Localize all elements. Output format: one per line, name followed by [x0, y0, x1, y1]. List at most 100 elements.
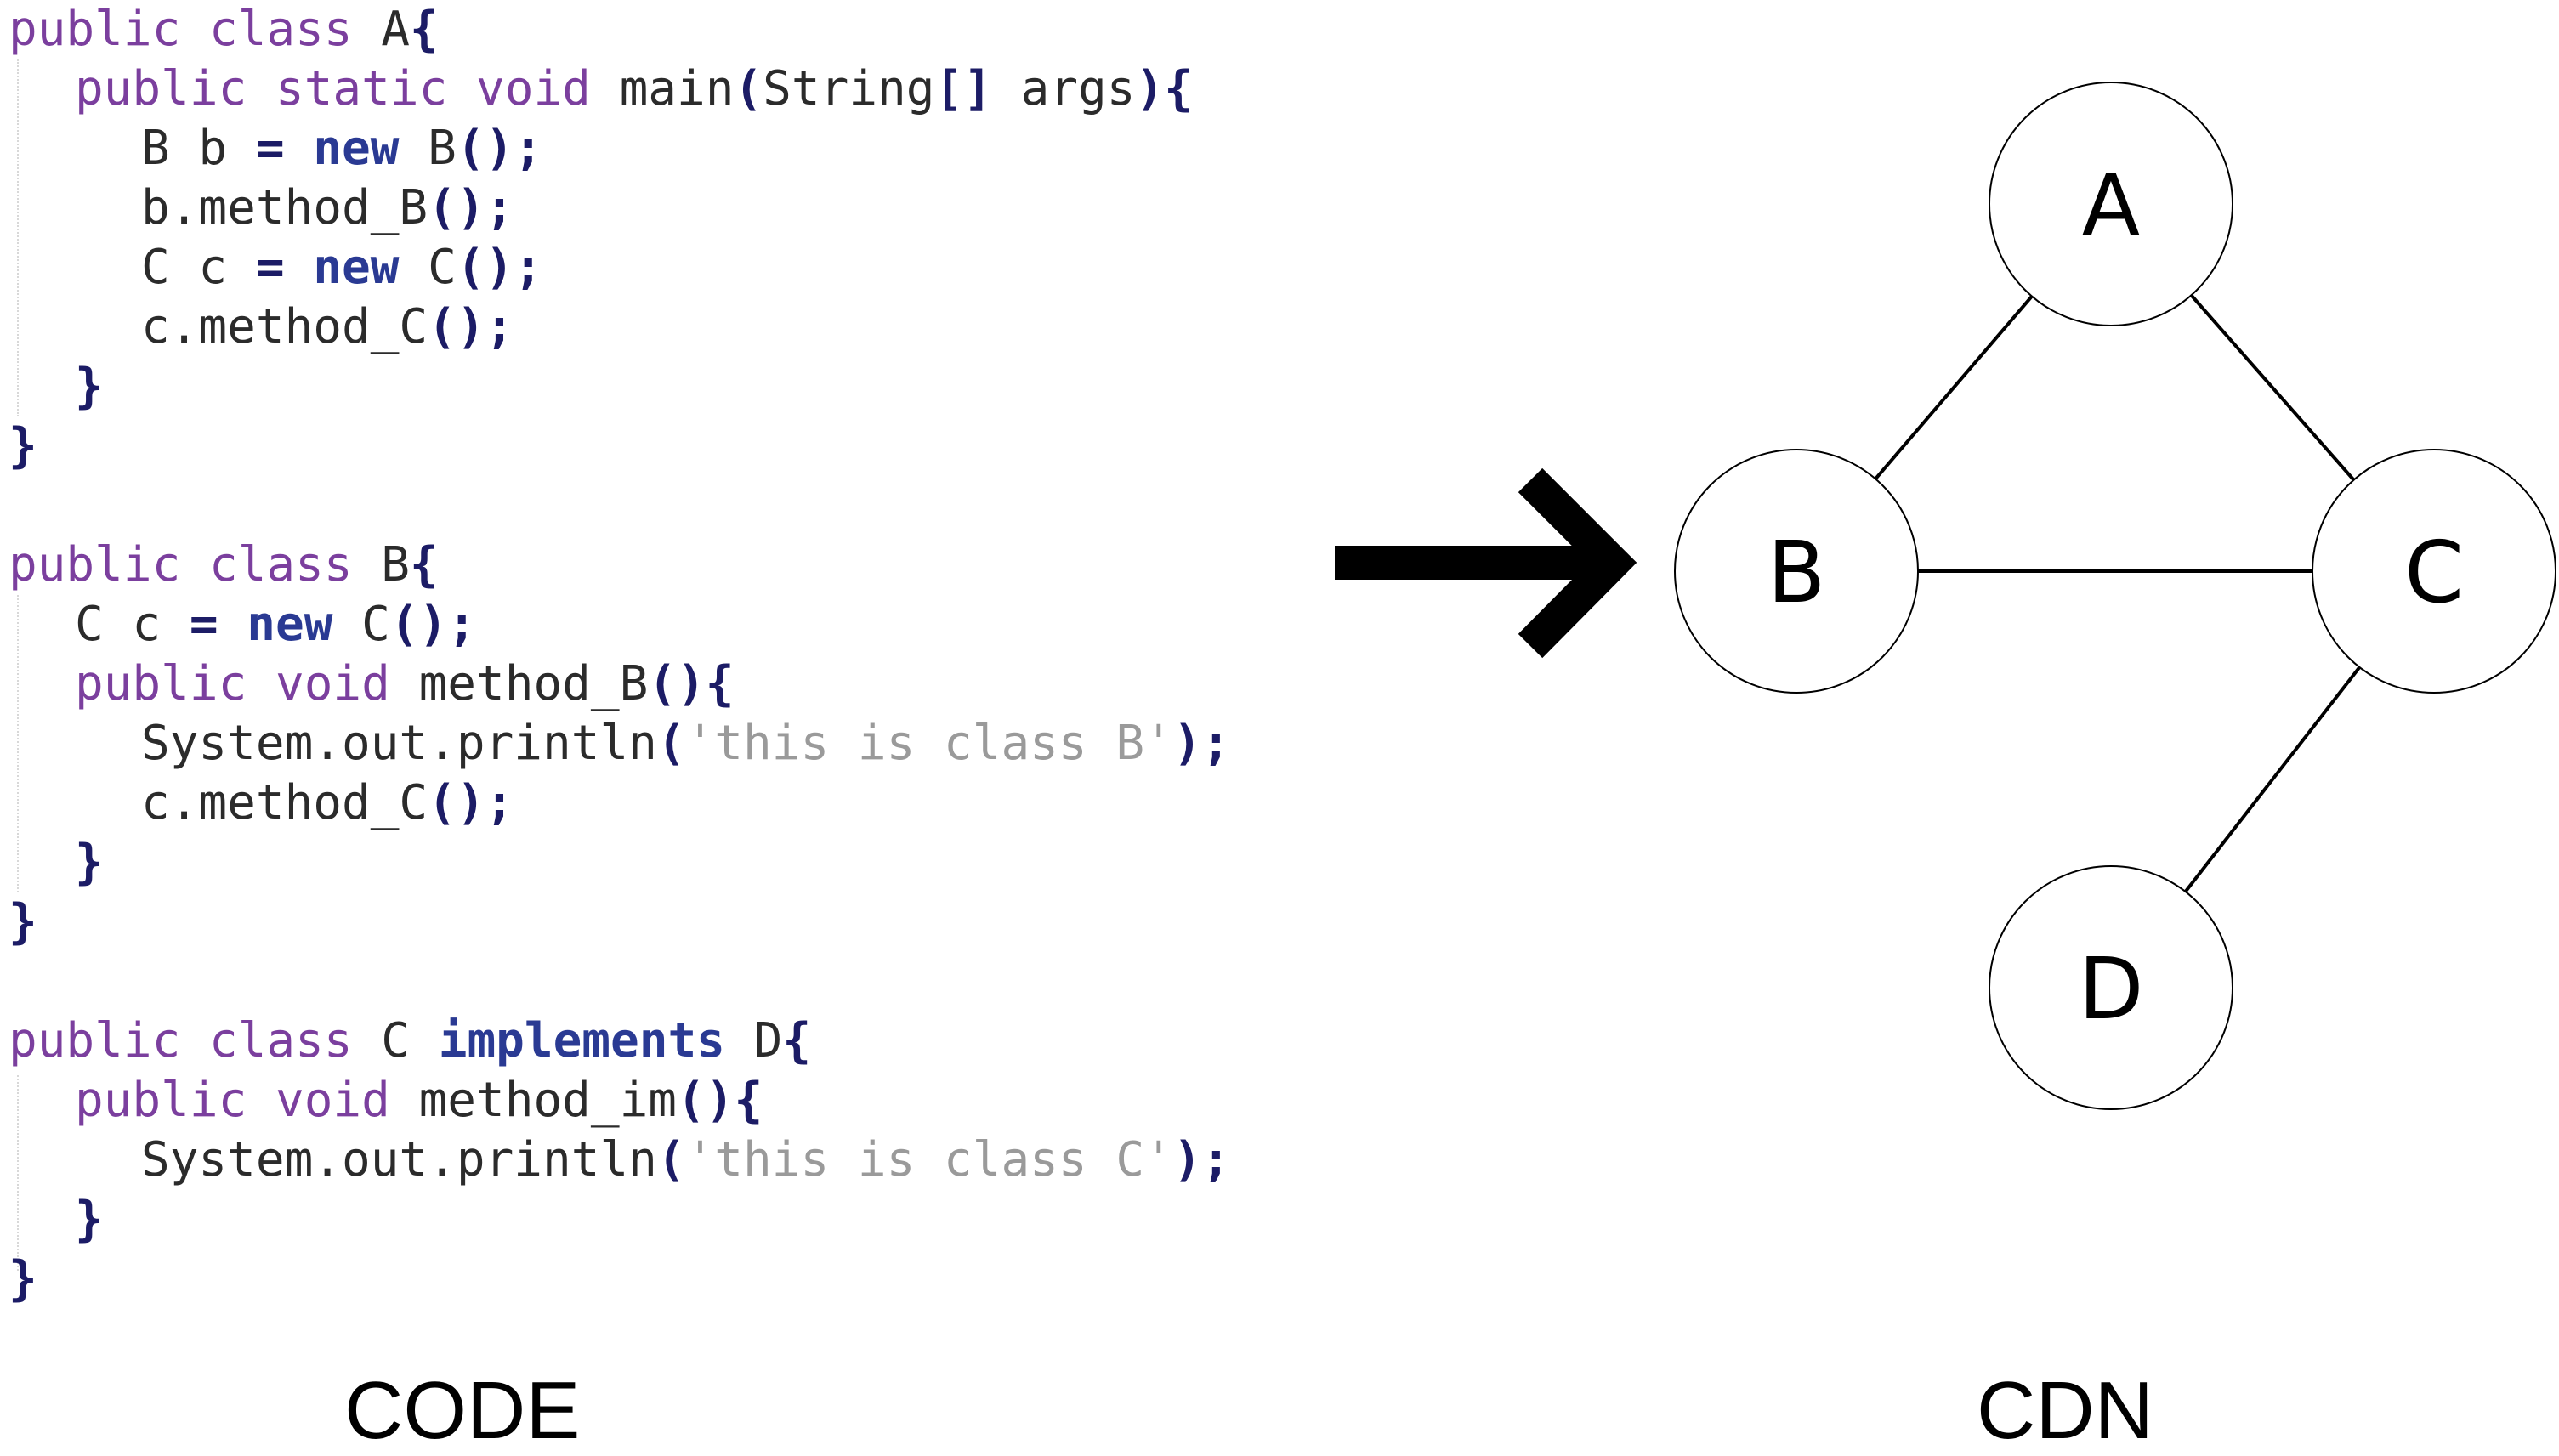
code-token: System.out.println	[141, 1132, 657, 1187]
code-line: c.method_C();	[141, 297, 514, 357]
code-line: }	[9, 416, 37, 476]
code-token: ();	[428, 299, 514, 354]
node-D: D	[1989, 865, 2233, 1110]
code-token: {	[782, 1013, 812, 1068]
code-token: method_B	[418, 656, 649, 711]
node-C: C	[2312, 449, 2556, 694]
graph-nodes: A B C D	[1674, 82, 2556, 1110]
code-token: public static void	[75, 61, 620, 116]
code-token: =	[255, 240, 285, 295]
indent-guide	[17, 59, 19, 416]
code-token: =	[189, 597, 218, 652]
code-token: public void	[75, 656, 419, 711]
code-token: );	[1172, 716, 1231, 771]
code-token: main	[619, 61, 735, 116]
code-token: {	[410, 2, 439, 57]
code-token: String	[763, 61, 935, 116]
code-token: method_im	[418, 1073, 678, 1128]
code-token: (){	[648, 656, 735, 711]
code-token: (){	[677, 1073, 763, 1128]
code-token: C	[381, 1013, 439, 1068]
code-token: b.method_B	[141, 180, 428, 235]
arrow-icon	[1335, 467, 1637, 659]
graph-edges	[1874, 294, 2361, 893]
code-line: C c = new C();	[75, 595, 476, 654]
code-token: c.method_C	[141, 775, 428, 830]
code-token: ();	[428, 775, 514, 830]
node-circle	[1989, 82, 2233, 326]
code-token: C c	[75, 597, 190, 652]
code-token: ();	[456, 240, 543, 295]
node-label: A	[2082, 156, 2140, 255]
code-token: ){	[1135, 61, 1193, 116]
code-token: new	[313, 121, 400, 176]
node-circle	[1674, 449, 1919, 694]
node-A: A	[1989, 82, 2233, 326]
code-line: }	[75, 1190, 104, 1249]
node-label: D	[2078, 939, 2143, 1039]
code-token: C	[332, 597, 390, 652]
code-token: {	[410, 537, 439, 592]
code-token: public class	[9, 2, 382, 57]
code-line: }	[75, 357, 104, 416]
code-token: ();	[456, 121, 543, 176]
code-token: }	[9, 418, 37, 473]
code-token: (	[656, 716, 686, 771]
code-line: public void method_im(){	[75, 1071, 763, 1130]
code-token: []	[934, 61, 992, 116]
code-line: }	[75, 833, 104, 892]
code-line: B b = new B();	[141, 119, 542, 178]
code-token: (	[734, 61, 763, 116]
code-token: }	[9, 1251, 37, 1306]
code-line: public void method_B(){	[75, 654, 734, 714]
node-label: C	[2404, 523, 2464, 622]
code-token: new	[247, 597, 333, 652]
code-line: public class C implements D{	[9, 1011, 811, 1071]
code-token: =	[255, 121, 285, 176]
code-line: public static void main(String[] args){	[75, 59, 1193, 119]
code-line: }	[9, 1249, 37, 1309]
code-token: }	[75, 1192, 104, 1247]
code-token: public class	[9, 1013, 382, 1068]
code-token: }	[9, 894, 37, 949]
code-token: System.out.println	[141, 716, 657, 771]
code-token: C	[399, 240, 457, 295]
code-line: }	[9, 892, 37, 952]
code-line: public class A{	[9, 0, 439, 59]
code-token: D	[724, 1013, 783, 1068]
code-token: (	[656, 1132, 686, 1187]
indent-guide	[17, 595, 19, 892]
code-token: }	[75, 835, 104, 890]
code-token: public class	[9, 537, 382, 592]
node-B: B	[1674, 449, 1919, 694]
code-token: args	[991, 61, 1136, 116]
code-line: c.method_C();	[141, 773, 514, 833]
code-token: C c	[141, 240, 256, 295]
code-line: System.out.println('this is class B');	[141, 714, 1230, 773]
indent-guide	[17, 1075, 19, 1271]
code-panel: public class A{public static void main(S…	[9, 0, 1403, 1326]
code-line: System.out.println('this is class C');	[141, 1130, 1230, 1190]
code-token: A	[381, 2, 411, 57]
code-token: B	[399, 121, 457, 176]
code-token: ();	[428, 180, 514, 235]
edge-A-C	[2189, 294, 2356, 481]
cdn-caption: CDN	[1977, 1365, 2153, 1456]
code-token: new	[313, 240, 400, 295]
node-circle	[2312, 449, 2556, 694]
code-token: );	[1172, 1132, 1231, 1187]
code-token: }	[75, 359, 104, 414]
code-token: implements	[438, 1013, 725, 1068]
node-label: B	[1767, 523, 1826, 622]
node-circle	[1989, 865, 2233, 1110]
code-token: public void	[75, 1073, 419, 1128]
code-line: C c = new C();	[141, 238, 542, 297]
code-token: 'this is class C'	[685, 1132, 1173, 1187]
edge-A-B	[1874, 295, 2034, 480]
code-caption: CODE	[344, 1365, 581, 1456]
code-token: 'this is class B'	[685, 716, 1173, 771]
code-token: ();	[389, 597, 477, 652]
code-token: c.method_C	[141, 299, 428, 354]
code-token: B b	[141, 121, 256, 176]
